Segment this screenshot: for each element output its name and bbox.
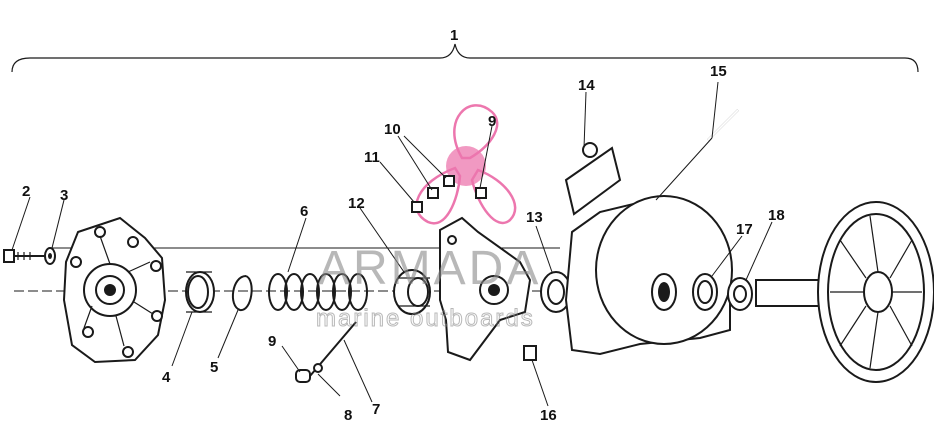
callout-10: 10 xyxy=(384,121,401,138)
callout-1: 1 xyxy=(450,27,458,44)
callout-15: 15 xyxy=(710,63,727,80)
callout-11: 11 xyxy=(364,149,380,166)
callout-6: 6 xyxy=(300,203,308,220)
part-5-snap-ring xyxy=(231,275,253,311)
callout-5: 5 xyxy=(210,359,218,376)
callout-8: 8 xyxy=(344,407,352,422)
leader-lines xyxy=(11,81,773,407)
part-16-nut xyxy=(523,345,537,361)
part-18-washer xyxy=(727,277,753,311)
callout-9-lower: 9 xyxy=(268,333,276,350)
watermark-logo xyxy=(415,104,517,225)
logo-blade-top xyxy=(453,104,499,160)
callout-12: 12 xyxy=(348,195,365,212)
part-10-11-hardware xyxy=(411,175,487,213)
callout-14: 14 xyxy=(578,77,595,94)
part-17-bearing xyxy=(692,273,718,311)
watermark-brand: ARMADA xyxy=(318,242,541,295)
callout-2: 2 xyxy=(22,183,30,200)
part-15-rod xyxy=(707,109,739,141)
logo-hub xyxy=(446,146,486,186)
callout-13: 13 xyxy=(526,209,543,226)
part-12-cam xyxy=(393,269,431,315)
callout-7: 7 xyxy=(372,401,380,418)
part-7-8-pin-assembly xyxy=(295,321,357,383)
watermark-tagline: marine outboards xyxy=(316,305,535,332)
callout-4: 4 xyxy=(162,369,171,386)
callout-16: 16 xyxy=(540,407,557,422)
callout-17: 17 xyxy=(736,221,753,238)
part-3-washer xyxy=(44,247,56,265)
shaft-and-driven-sheave xyxy=(755,201,934,383)
spider-cover-plate xyxy=(62,216,167,364)
part-4-bushing xyxy=(185,271,215,313)
part-6-spring xyxy=(268,273,368,311)
part-14-tag xyxy=(564,142,622,216)
callout-18: 18 xyxy=(768,207,785,224)
spider-arm-bracket xyxy=(439,216,532,362)
part-2-bolt xyxy=(3,249,46,263)
callout-9-upper: 9 xyxy=(488,113,496,130)
assembly-bracket xyxy=(11,43,919,73)
callout-3: 3 xyxy=(60,187,68,204)
